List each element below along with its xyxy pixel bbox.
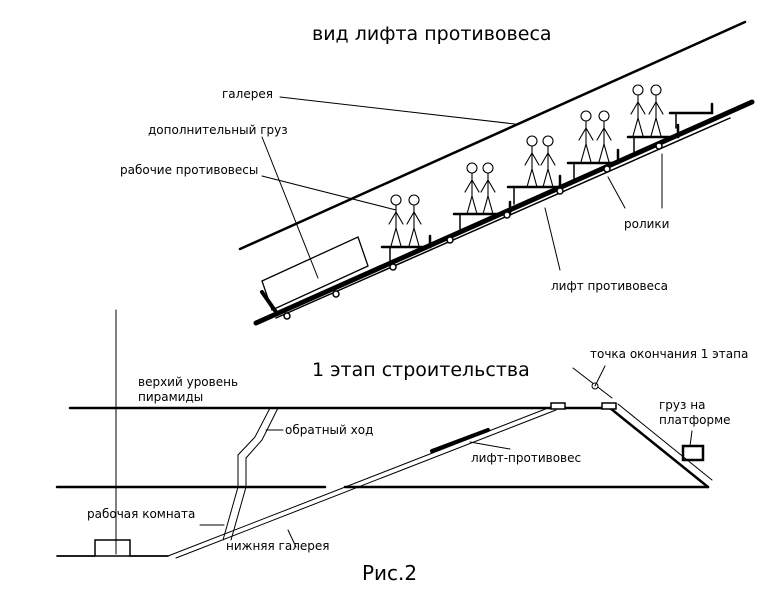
bottom-diagram-title: 1 этап строительства [312, 359, 530, 381]
gallery-ceiling-line [238, 20, 747, 251]
end-stopper-left [550, 402, 566, 410]
figure-caption: Рис.2 [362, 561, 418, 585]
load-on-platform-box [681, 444, 705, 462]
rollers [283, 142, 663, 320]
extra-load-stopper [260, 290, 278, 314]
label-rollers: ролики [624, 217, 670, 231]
stick-figures [388, 84, 664, 247]
label-worker-counterweights: рабочие противовесы [120, 163, 259, 177]
label-lift-counterweight: лифт-противовес [471, 451, 582, 465]
label-gallery: галерея [222, 87, 273, 101]
label-return-passage: обратный ход [285, 423, 374, 437]
pyramid-slope [608, 406, 710, 489]
label-load-on-platform: груз на платформе [659, 398, 731, 427]
end-stopper-right [601, 402, 617, 410]
end-point-cross-line [572, 367, 613, 399]
label-work-room: рабочая комната [87, 507, 196, 521]
platform-supports [389, 112, 677, 263]
label-top-level: верхий уровень пирамиды [138, 375, 239, 404]
lower-gallery-line-2 [175, 409, 557, 559]
top-diagram-title: вид лифта противовеса [312, 23, 552, 45]
label-end-point: точка окончания 1 этапа [590, 347, 749, 361]
label-lower-gallery: нижняя галерея [226, 539, 330, 553]
top-leader-lines [261, 96, 663, 279]
track-rail [275, 117, 731, 319]
return-passage-2 [230, 407, 279, 541]
return-passage-1 [222, 407, 271, 541]
lift-track [253, 99, 755, 326]
lift-counterweight-segment [430, 428, 490, 453]
bottom-leader-lines [199, 429, 693, 548]
work-room [56, 539, 169, 557]
label-extra-load: дополнительный груз [148, 123, 288, 137]
label-lift: лифт противовеса [551, 279, 668, 293]
pyramid-slope-inner [617, 403, 713, 481]
